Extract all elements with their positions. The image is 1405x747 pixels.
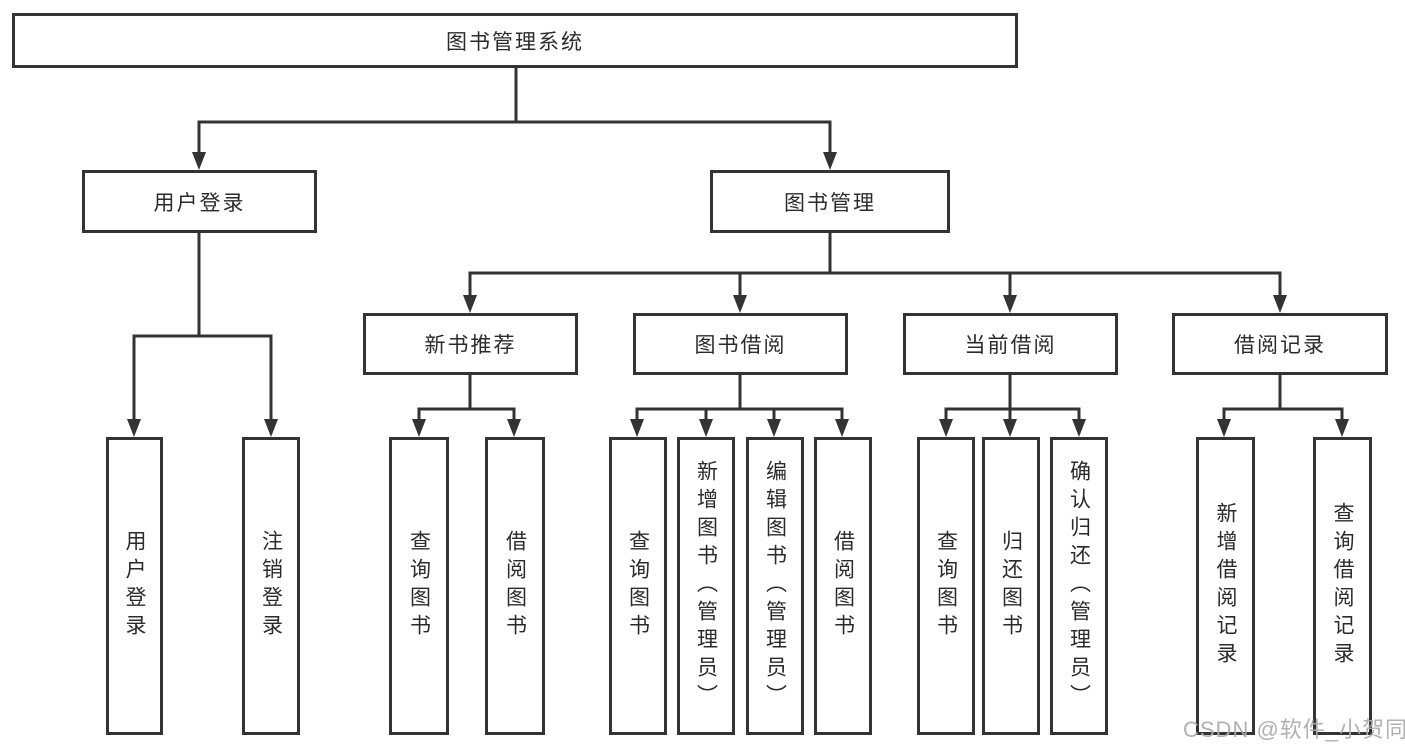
arrowhead — [1003, 419, 1017, 437]
leaf-query-books-current: 查询图书 — [917, 437, 975, 735]
leaf-add-book-admin: 新增图书（管理员） — [677, 437, 735, 735]
leaf-borrow-books-recommend: 借阅图书 — [485, 437, 545, 735]
node-label: 图书管理 — [784, 191, 876, 215]
leaf-query-borrow-record: 查询借阅记录 — [1313, 437, 1372, 735]
leaf-label: 查询借阅记录 — [1331, 502, 1355, 670]
csdn-watermark: CSDN @软件_小贺同学 — [1183, 717, 1405, 742]
arrowhead — [939, 419, 953, 437]
arrowhead — [192, 152, 206, 170]
node-label: 图书管理系统 — [446, 30, 584, 54]
leaf-confirm-return-admin: 确认归还（管理员） — [1050, 437, 1108, 735]
leaf-query-books-borrowing: 查询图书 — [609, 437, 667, 735]
leaf-return-book: 归还图书 — [982, 437, 1040, 735]
leaf-label: 归还图书 — [999, 530, 1023, 642]
node-label: 新书推荐 — [424, 334, 517, 357]
leaf-label: 新增图书（管理员） — [694, 460, 718, 712]
leaf-user-login: 用户登录 — [106, 437, 163, 735]
leaf-label: 借阅图书 — [503, 530, 527, 642]
leaf-edit-book-admin: 编辑图书（管理员） — [746, 437, 804, 735]
node-new-book-recommendation: 新书推荐 — [363, 313, 578, 375]
leaf-label: 注销登录 — [259, 530, 283, 642]
arrowhead — [835, 419, 849, 437]
arrowhead — [630, 419, 644, 437]
arrowhead — [1072, 419, 1086, 437]
arrowhead — [463, 295, 477, 313]
arrowhead — [1003, 295, 1017, 313]
leaf-query-books-recommend: 查询图书 — [389, 437, 449, 735]
arrowhead — [1217, 419, 1231, 437]
node-user-login-branch: 用户登录 — [82, 170, 317, 233]
leaf-label: 查询图书 — [934, 530, 958, 642]
node-root-library-management-system: 图书管理系统 — [12, 13, 1018, 68]
arrowhead — [1335, 419, 1349, 437]
arrowhead — [699, 419, 713, 437]
arrowhead — [733, 295, 747, 313]
node-label: 图书借阅 — [694, 334, 787, 357]
leaf-borrow-books: 借阅图书 — [814, 437, 872, 735]
arrowhead — [127, 419, 141, 437]
arrowhead — [1273, 295, 1287, 313]
leaf-add-borrow-record: 新增借阅记录 — [1196, 437, 1255, 735]
leaf-label: 新增借阅记录 — [1214, 502, 1238, 670]
arrowhead — [507, 419, 521, 437]
node-label: 当前借阅 — [964, 334, 1057, 357]
node-current-borrowing: 当前借阅 — [903, 313, 1118, 375]
node-borrowing-records: 借阅记录 — [1172, 313, 1388, 375]
arrowhead — [412, 419, 426, 437]
leaf-label: 确认归还（管理员） — [1067, 460, 1091, 712]
node-label: 借阅记录 — [1234, 334, 1326, 357]
arrowhead — [264, 419, 278, 437]
leaf-logout: 注销登录 — [242, 437, 300, 735]
leaf-label: 用户登录 — [123, 530, 147, 642]
leaf-label: 查询图书 — [626, 530, 650, 642]
leaf-label: 借阅图书 — [831, 530, 855, 642]
arrowhead — [823, 152, 837, 170]
node-label: 用户登录 — [153, 191, 246, 215]
arrowhead — [767, 419, 781, 437]
leaf-label: 编辑图书（管理员） — [763, 460, 787, 712]
node-book-borrowing: 图书借阅 — [633, 313, 848, 375]
leaf-label: 查询图书 — [407, 530, 431, 642]
node-book-management-branch: 图书管理 — [710, 170, 950, 233]
